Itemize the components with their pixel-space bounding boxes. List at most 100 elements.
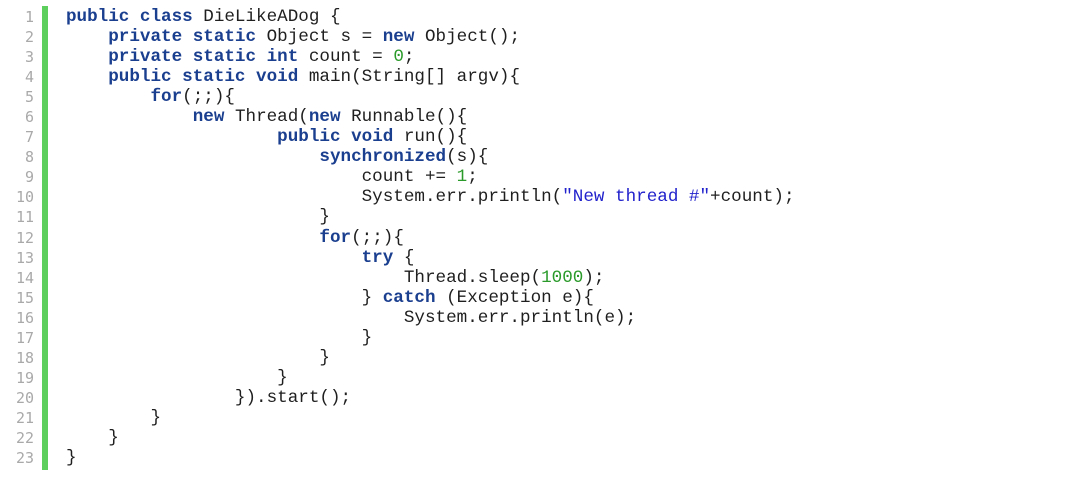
code-token-plain (66, 127, 277, 147)
code-line: } (66, 328, 1080, 348)
code-line: public static void main(String[] argv){ (66, 67, 1080, 87)
line-number: 11 (15, 208, 34, 227)
line-number: 8 (24, 148, 34, 167)
code-token-plain (66, 147, 319, 167)
line-number: 23 (15, 449, 34, 468)
code-line: } (66, 207, 1080, 227)
code-line: }).start(); (66, 388, 1080, 408)
code-token-plain: } (66, 448, 77, 469)
code-token-number: 0 (393, 47, 404, 68)
code-line: new Thread(new Runnable(){ (66, 107, 1080, 127)
code-token-keyword: new (192, 107, 225, 128)
code-token-plain: Runnable(){ (340, 107, 468, 128)
code-token-number: 1 (456, 167, 468, 188)
code-line: for(;;){ (66, 228, 1080, 248)
code-token-plain: } (66, 367, 288, 388)
code-token-plain: Object s = (256, 27, 383, 48)
gutter-indicator-bar (42, 6, 48, 470)
line-number: 22 (15, 428, 34, 447)
code-line: private static int count = 0; (66, 47, 1080, 67)
code-token-keyword: public void (277, 127, 394, 148)
line-number: 20 (15, 388, 34, 407)
code-token-plain (66, 107, 193, 127)
line-number: 3 (24, 48, 34, 67)
code-area[interactable]: public class DieLikeADog { private stati… (66, 7, 1080, 468)
code-line: try { (66, 248, 1080, 268)
code-token-plain: Thread.sleep( (66, 267, 542, 288)
code-token-plain (66, 47, 108, 67)
code-token-plain: Thread( (224, 107, 309, 128)
code-token-keyword: new (382, 27, 415, 48)
code-token-plain: (;;){ (351, 227, 404, 248)
code-token-keyword: catch (382, 287, 436, 308)
code-token-number: 1000 (541, 267, 584, 288)
code-token-plain: System.err.println(e); (66, 307, 637, 328)
code-line: } (66, 428, 1080, 448)
line-number: 2 (24, 28, 34, 47)
code-token-keyword: public static void (108, 67, 299, 88)
code-token-keyword: for (150, 87, 183, 108)
code-line: System.err.println("New thread #"+count)… (66, 187, 1080, 207)
line-number: 13 (15, 248, 34, 267)
code-token-plain: ); (583, 267, 605, 288)
line-number: 5 (24, 88, 34, 107)
code-token-keyword: private static (108, 27, 257, 48)
code-token-plain (66, 248, 362, 268)
code-token-string: "New thread #" (562, 187, 711, 208)
code-token-plain (66, 87, 150, 107)
code-token-keyword: public class (66, 7, 193, 27)
code-token-keyword: synchronized (319, 147, 447, 168)
code-token-plain: { (393, 247, 415, 268)
code-token-plain: (;;){ (182, 87, 235, 108)
code-line: count += 1; (66, 167, 1080, 187)
line-number: 14 (15, 268, 34, 287)
code-token-plain (66, 228, 319, 248)
code-line: System.err.println(e); (66, 308, 1080, 328)
code-token-plain: ; (467, 167, 478, 188)
line-number: 18 (15, 348, 34, 367)
code-token-plain: ; (403, 47, 415, 68)
line-number: 16 (15, 308, 34, 327)
code-line: } (66, 348, 1080, 368)
code-token-plain (66, 67, 108, 87)
code-token-keyword: for (319, 227, 352, 248)
code-line: public void run(){ (66, 127, 1080, 147)
code-token-keyword: try (361, 247, 394, 268)
code-token-plain: } (66, 287, 383, 308)
line-number: 19 (15, 368, 34, 387)
code-token-plain: (Exception e){ (435, 287, 594, 308)
code-token-plain: } (66, 427, 119, 448)
code-line: private static Object s = new Object(); (66, 27, 1080, 47)
line-number: 9 (24, 168, 34, 187)
code-token-plain: DieLikeADog { (192, 7, 341, 27)
code-token-plain: Object(); (414, 27, 521, 48)
code-token-plain: } (66, 407, 162, 428)
line-number: 15 (15, 288, 34, 307)
line-number: 4 (24, 68, 34, 87)
line-number: 12 (15, 228, 34, 247)
code-token-plain (66, 27, 108, 47)
code-line: Thread.sleep(1000); (66, 268, 1080, 288)
code-token-plain: count = (298, 47, 394, 68)
code-token-plain: } (66, 327, 373, 348)
code-token-plain: main(String[] argv){ (298, 67, 520, 88)
code-line: } catch (Exception e){ (66, 288, 1080, 308)
code-token-plain: }).start(); (66, 387, 352, 408)
code-line: public class DieLikeADog { (66, 7, 1080, 27)
code-line: } (66, 448, 1080, 468)
code-token-plain: (s){ (446, 147, 489, 168)
code-token-keyword: private static int (108, 47, 299, 68)
line-number: 1 (24, 8, 34, 26)
code-line: synchronized(s){ (66, 147, 1080, 167)
line-number: 10 (15, 188, 34, 207)
code-token-keyword: new (308, 107, 341, 128)
code-token-plain: +count); (710, 187, 795, 208)
line-number: 6 (24, 108, 34, 127)
code-token-plain: System.err.println( (66, 187, 563, 208)
line-number: 21 (15, 408, 34, 427)
code-token-plain: run(){ (393, 127, 468, 148)
code-line: for(;;){ (66, 87, 1080, 107)
line-number: 17 (15, 328, 34, 347)
